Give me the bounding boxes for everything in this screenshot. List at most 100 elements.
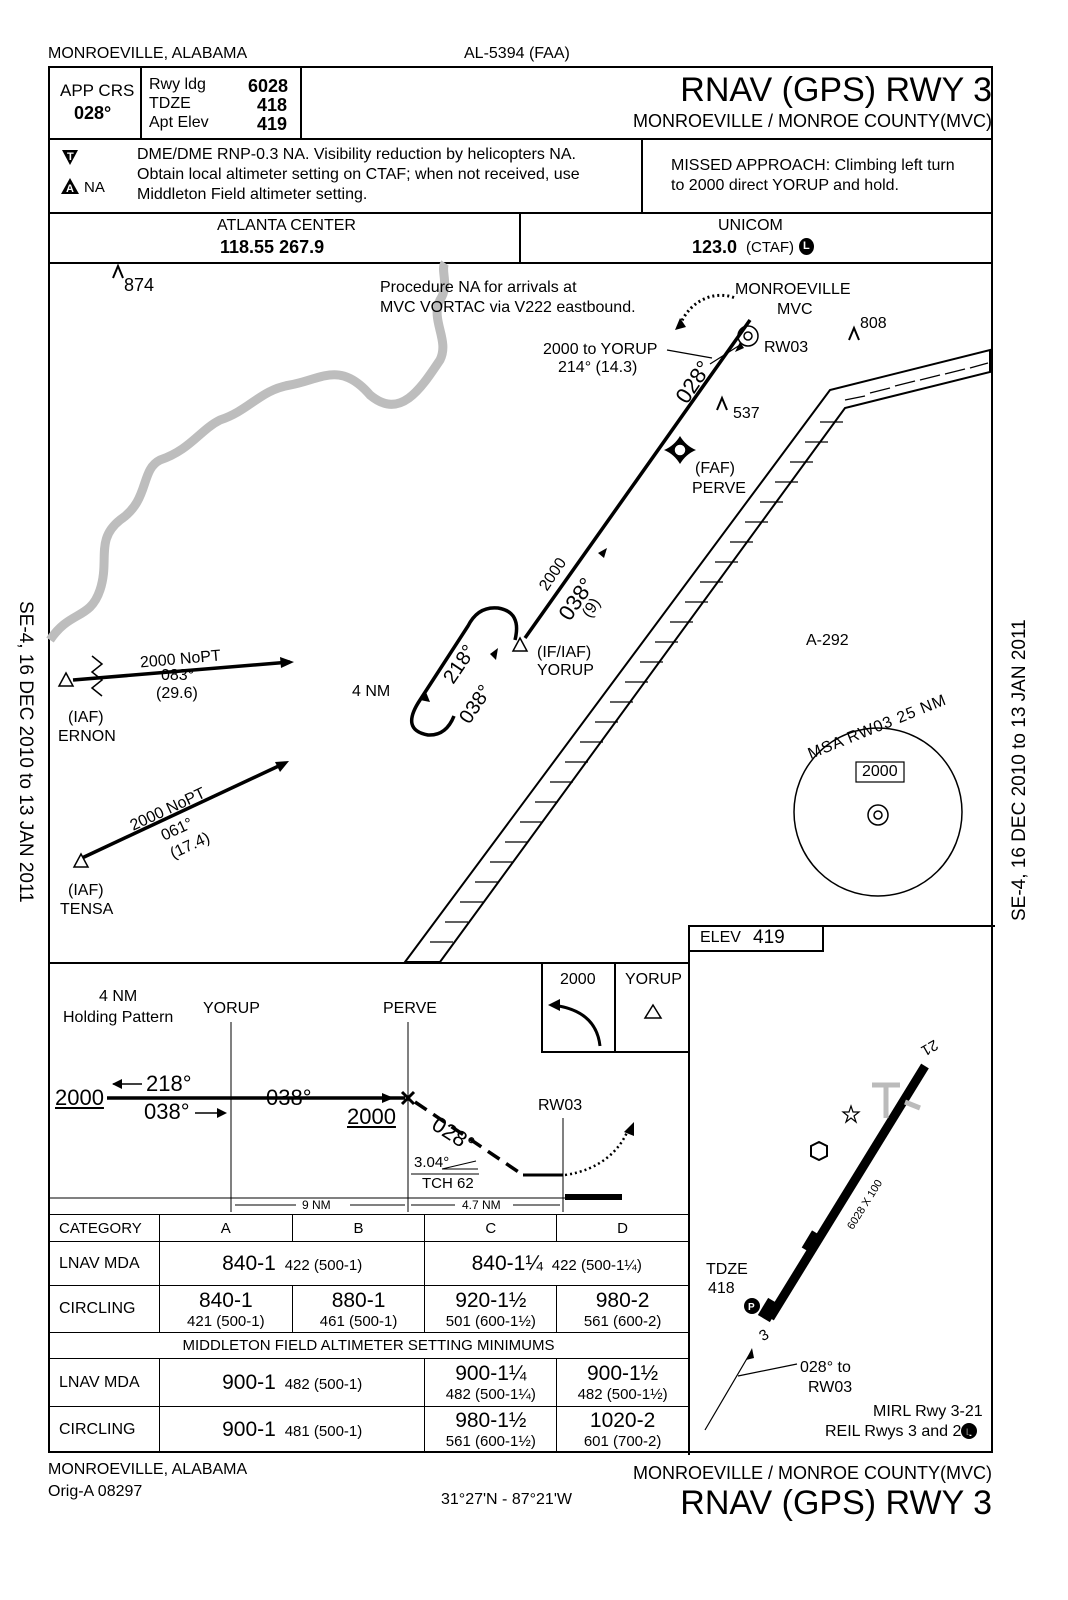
m-lnav-ab-main: 900-1: [222, 1370, 276, 1394]
unicom-freq: 123.0: [692, 237, 738, 257]
heliport-icon: [810, 1140, 828, 1162]
app-crs-value: 028°: [74, 103, 112, 123]
circ-a-sub: 421 (500-1): [187, 1312, 265, 1330]
yorup-waypoint-icon: [511, 636, 529, 652]
missed-approach-2: to 2000 direct YORUP and hold.: [671, 177, 899, 194]
alternate-min-icon: [61, 178, 79, 194]
m-lnav-d-main: 900-1½: [586, 1362, 659, 1385]
note-line-1: DME/DME RNP-0.3 NA. Visibility reduction…: [137, 146, 576, 163]
threshold-mark: [757, 1297, 781, 1323]
profile-crs-out: 218°: [146, 1071, 192, 1096]
circling-label: CIRCLING: [48, 1285, 160, 1333]
crs-note-1: 028° to: [800, 1359, 851, 1376]
rw03-label: RW03: [764, 339, 809, 356]
takeoff-min-icon: [62, 150, 78, 165]
center-freq: 118.55 267.9: [220, 237, 325, 257]
lnav-cd-sub: 422 (500-1¼): [551, 1256, 642, 1274]
comms-strip: [48, 212, 993, 264]
mid-arrow: [382, 1093, 394, 1103]
rwy-ldg-label: Rwy ldg: [149, 76, 206, 93]
table-row: LNAV MDA 840-1 422 (500-1) 840-1¼ 422 (5…: [48, 1241, 689, 1286]
m-circ-ab-sub: 481 (500-1): [284, 1422, 363, 1440]
svg-text:P: P: [748, 1302, 755, 1313]
profile-crs-mid: 038°: [266, 1085, 312, 1110]
app-crs-label: APP CRS: [60, 81, 135, 100]
m-circ-c-sub: 561 (600-1½): [445, 1433, 536, 1450]
runway: [766, 1063, 929, 1321]
lights-1: MIRL Rwy 3-21: [873, 1403, 983, 1420]
taxiway-icon: [872, 1082, 921, 1118]
lnav-cd-main: 840-1¼: [471, 1251, 543, 1275]
rwy-info-box: [140, 66, 302, 138]
faf-label: (FAF): [695, 460, 735, 477]
comms-divider: [519, 212, 521, 262]
obstacle-808: 808: [860, 315, 887, 332]
final-course-arrow: [598, 548, 607, 558]
briefing-strip: [48, 66, 993, 140]
profile-yorup: YORUP: [203, 1000, 260, 1017]
tensa-name: TENSA: [60, 901, 114, 918]
table-row: MIDDLETON FIELD ALTIMETER SETTING MINIMU…: [48, 1332, 689, 1359]
svg-text:T: T: [67, 151, 74, 163]
profile-perve-icon: [400, 1090, 416, 1106]
profile-top-rule: [48, 962, 688, 964]
msa-alt-box: [855, 761, 905, 783]
missed-leg-arrow: [735, 342, 744, 352]
rwy-ldg-value: 6028: [248, 76, 289, 96]
outbound-arrow: [112, 1079, 122, 1089]
cat-c-header: C: [424, 1214, 558, 1242]
lnav-ab-sub: 422 (500-1): [284, 1256, 363, 1274]
circ-b-main: 880-1: [331, 1288, 386, 1312]
profile-missed-fix: YORUP: [625, 971, 682, 988]
missed-leg-line: [709, 344, 741, 365]
circ-d-sub: 561 (600-2): [583, 1312, 662, 1330]
missed-alt-label: 2000 to YORUP: [543, 341, 658, 358]
table-row: CATEGORY A B C D: [48, 1214, 689, 1242]
minimums-table: CATEGORY A B C D LNAV MDA 840-1 422 (500…: [48, 1214, 689, 1453]
ernon-break-icon: [90, 655, 104, 697]
airport-name: MONROEVILLE / MONROE COUNTY(MVC): [632, 111, 992, 131]
if-name: YORUP: [537, 662, 594, 679]
footer-coords: 31°27'N - 87°21'W: [441, 1491, 572, 1508]
final-course-line: [523, 318, 752, 640]
profile-alt-left: 2000: [55, 1085, 104, 1110]
beacon-star-icon: [841, 1104, 861, 1124]
if-label: (IF/IAF): [537, 644, 592, 661]
hold-arrow: [420, 692, 430, 702]
climb-turn-icon: [551, 1003, 602, 1047]
papi-icon: [744, 1298, 760, 1314]
ernon-name: ERNON: [58, 728, 116, 745]
dist-4-7nm: 4.7 NM: [462, 1198, 501, 1212]
vortac-name: MONROEVILLE: [735, 281, 851, 298]
missed-arc: [678, 293, 736, 326]
category-header: CATEGORY: [48, 1214, 160, 1242]
lighting-l-text: L: [803, 240, 810, 252]
missed-arc-arrow: [675, 318, 686, 330]
profile-perve: PERVE: [383, 1000, 437, 1017]
hold-length: 4 NM: [352, 683, 391, 700]
m-circ-d-sub: 601 (700-2): [583, 1433, 662, 1450]
cat-d-header: D: [556, 1214, 689, 1242]
lnav-label: LNAV MDA: [48, 1241, 160, 1286]
m-circling-label: CIRCLING: [48, 1406, 160, 1453]
area-label: A-292: [806, 632, 849, 649]
elev-value: 419: [753, 927, 785, 948]
faf-name: PERVE: [692, 480, 746, 497]
airport-diagram-box: [688, 925, 995, 1455]
obstacle-874: 874: [124, 275, 155, 295]
lighting-l-icon: [799, 238, 814, 255]
hold-note-2: Holding Pattern: [63, 1009, 174, 1026]
profile-missed-arrow: [624, 1122, 634, 1136]
tch: TCH 62: [422, 1175, 474, 1192]
